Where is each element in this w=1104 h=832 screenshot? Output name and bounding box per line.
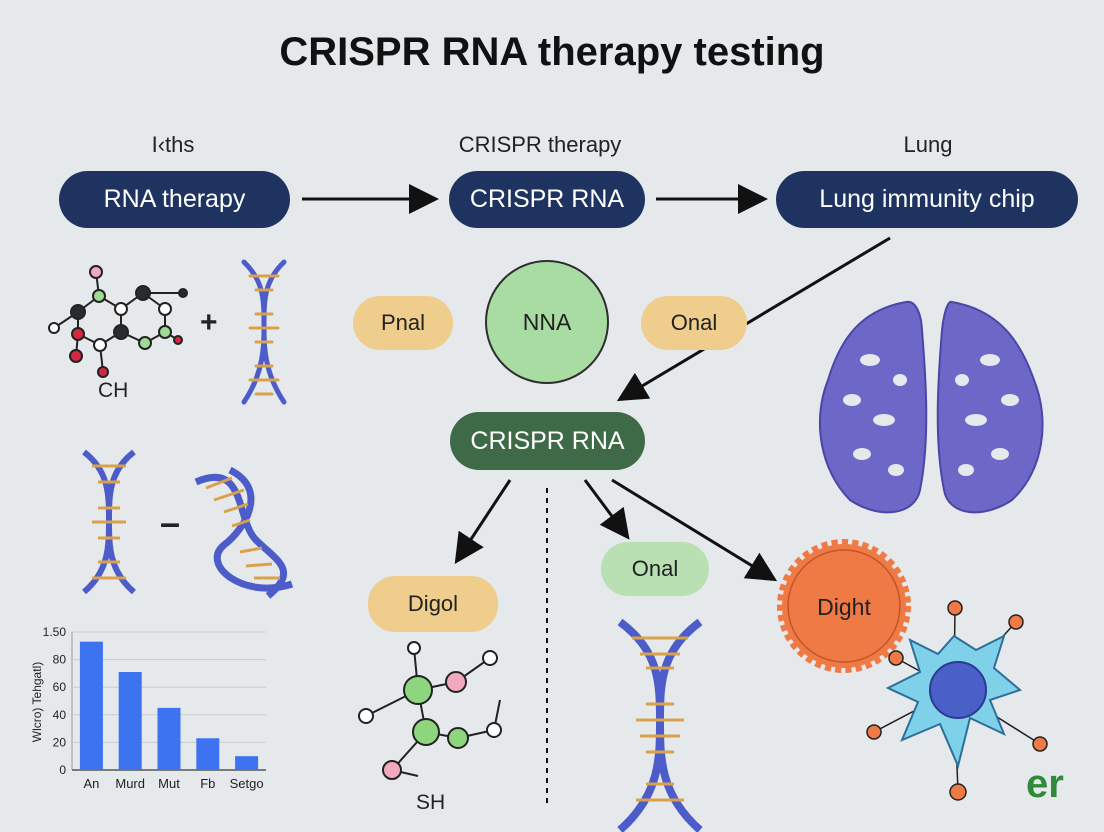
dna-helix-icon [241, 259, 287, 405]
x-tick-label: Setgo [230, 776, 264, 791]
pnal-node: Pnal [353, 296, 453, 350]
y-tick-label: 1.50 [43, 625, 67, 639]
crispr-rna-top-node: CRISPR RNA [449, 171, 645, 228]
onal-top-node: Onal [641, 296, 747, 350]
y-tick-label: 60 [53, 680, 67, 694]
dna-helix-icon [617, 618, 703, 832]
bar [157, 707, 181, 770]
x-tick-label: An [83, 776, 99, 791]
lung-immunity-chip-node: Lung immunity chip [776, 171, 1078, 228]
y-tick-label: 40 [53, 708, 67, 722]
molecule-icon [358, 641, 502, 780]
molecule-icon [48, 265, 188, 378]
onal-bottom-node: Onal [601, 542, 709, 596]
y-tick-label: 20 [53, 735, 67, 749]
flow-arrows [302, 184, 891, 808]
virus-icon [777, 539, 911, 673]
top-label-center: CRISPR therapy [458, 132, 622, 157]
bar [196, 738, 220, 770]
bar [235, 756, 259, 770]
sh-label: SH [416, 791, 446, 814]
x-tick-label: Murd [115, 776, 145, 791]
y-tick-label: 0 [59, 763, 66, 777]
immune-cell-icon [866, 600, 1048, 801]
ch-label: CH [98, 379, 129, 402]
nna-node: NNA [485, 260, 609, 384]
page-title: CRISPR RNA therapy testing [279, 30, 825, 74]
rna-therapy-node: RNA therapy [59, 171, 290, 228]
minus-sign: – [160, 502, 181, 543]
bar [118, 672, 142, 770]
y-axis-label: Wlcro) Tehgatl) [30, 662, 44, 742]
dna-helix-icon [82, 449, 136, 595]
x-tick-label: Mut [158, 776, 180, 791]
bar [79, 641, 103, 770]
lungs-icon [818, 300, 1044, 514]
plus-sign: + [200, 306, 218, 339]
crispr-rna-center-node: CRISPR RNA [450, 412, 645, 470]
top-label-left: I‹ths [151, 132, 195, 157]
digol-node: Digol [368, 576, 498, 632]
y-tick-label: 80 [53, 653, 67, 667]
dight-label: Dight [817, 594, 871, 620]
x-tick-label: Fb [200, 776, 215, 791]
dna-helix-icon [194, 466, 294, 599]
top-label-right: Lung [903, 132, 953, 157]
logo: er [1026, 762, 1064, 806]
